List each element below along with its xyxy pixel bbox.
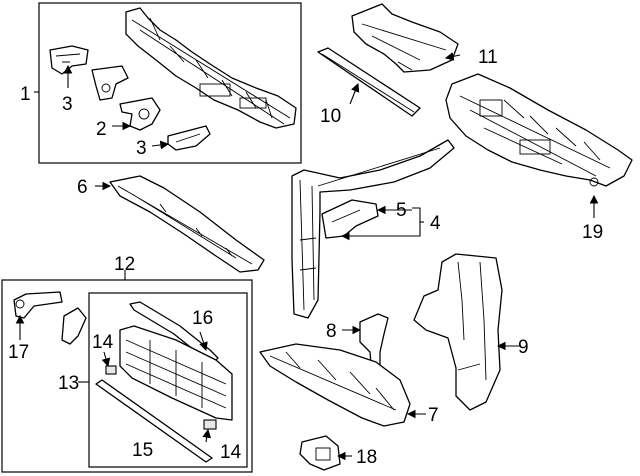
callout-19: 19 xyxy=(582,222,603,243)
part-6-lower-crossmember xyxy=(109,175,265,273)
callout-16: 16 xyxy=(192,308,213,329)
group-box-12 xyxy=(1,279,253,473)
part-17-clip xyxy=(61,307,87,345)
callout-9: 9 xyxy=(518,337,529,358)
callout-8: 8 xyxy=(326,321,337,342)
callout-13: 13 xyxy=(58,373,79,394)
part-11-air-guide xyxy=(351,3,459,73)
part-14-clip-lower xyxy=(203,419,217,430)
callout-7: 7 xyxy=(428,405,439,426)
part-10-seal xyxy=(317,47,421,117)
leader-lines xyxy=(15,52,599,461)
callout-6: 6 xyxy=(77,177,88,198)
callout-17: 17 xyxy=(8,342,29,363)
callout-14-lower: 14 xyxy=(220,442,242,463)
part-3-bracket-upper xyxy=(49,45,89,75)
part-7-under-cover xyxy=(259,343,411,427)
part-18-sensor xyxy=(299,435,341,471)
part-8-bracket xyxy=(359,313,389,377)
callout-3-lower: 3 xyxy=(136,138,147,159)
upper-support-assembly xyxy=(125,7,297,129)
callout-11: 11 xyxy=(478,47,498,68)
group-box-1 xyxy=(38,2,302,164)
callout-15: 15 xyxy=(132,440,153,461)
part-3-bracket-lower xyxy=(167,125,211,151)
group-box-13 xyxy=(88,292,248,468)
callout-2: 2 xyxy=(96,119,107,140)
part-17-actuator xyxy=(13,291,63,319)
callout-3-upper: 3 xyxy=(62,94,73,115)
callout-10: 10 xyxy=(320,106,341,127)
part-19-radiator-support xyxy=(445,73,633,187)
part-2-bracket-right xyxy=(119,97,161,131)
part-14-clip-upper xyxy=(105,365,117,375)
part-2-bracket-left xyxy=(91,65,129,101)
part-15-seal xyxy=(95,379,213,463)
callout-5: 5 xyxy=(396,200,407,221)
part-13-shutter-assembly xyxy=(119,325,233,421)
part-4-side-member xyxy=(291,139,455,319)
callout-1: 1 xyxy=(20,84,31,105)
part-9-air-duct xyxy=(413,253,503,411)
callout-14-upper: 14 xyxy=(92,332,114,353)
callout-labels: 1 3 2 3 11 10 6 5 4 19 12 16 8 9 17 14 1… xyxy=(8,47,603,468)
callout-4: 4 xyxy=(430,213,441,234)
callout-12: 12 xyxy=(114,254,135,275)
part-5-bracket xyxy=(321,199,379,239)
callout-18: 18 xyxy=(356,447,377,468)
